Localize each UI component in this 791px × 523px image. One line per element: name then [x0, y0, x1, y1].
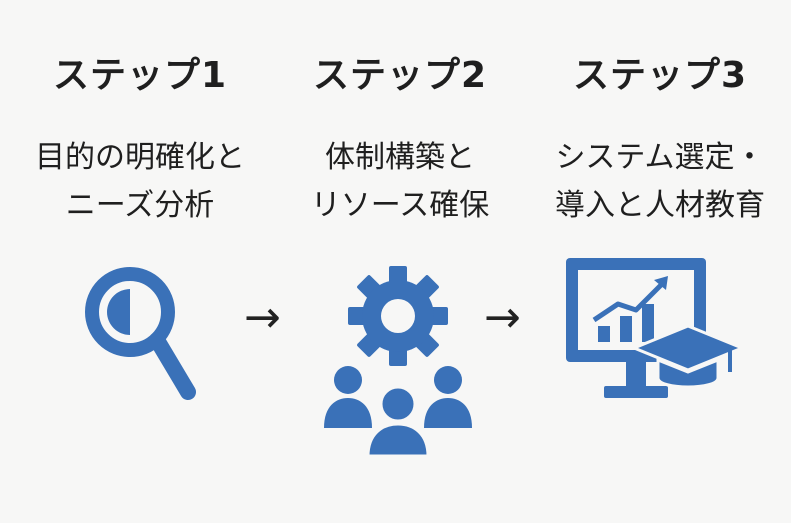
- step-1-desc-line2: ニーズ分析: [65, 188, 215, 223]
- step-3-desc-line2: 導入と人材教育: [555, 188, 765, 223]
- step-1-description: 目的の明確化と ニーズ分析: [20, 134, 260, 230]
- step-1-desc-line1: 目的の明確化と: [35, 140, 245, 175]
- monitor-graduation-icon: [566, 258, 746, 398]
- arrow-1: →: [244, 292, 281, 343]
- magnifier-icon: [85, 267, 196, 400]
- step-2-description: 体制構築と リソース確保: [280, 134, 520, 230]
- step-1-title: ステップ1: [52, 55, 228, 96]
- gear-team-icon: [324, 266, 472, 456]
- step-2-desc-line1: 体制構築と: [325, 140, 475, 175]
- step-3-description: システム選定・ 導入と人材教育: [535, 134, 785, 230]
- step-3-desc-line1: システム選定・: [555, 140, 765, 175]
- step-2-desc-line2: リソース確保: [310, 188, 490, 223]
- step-3-title: ステップ3: [572, 55, 748, 96]
- step-2-title: ステップ2: [312, 55, 488, 96]
- arrow-2: →: [484, 292, 521, 343]
